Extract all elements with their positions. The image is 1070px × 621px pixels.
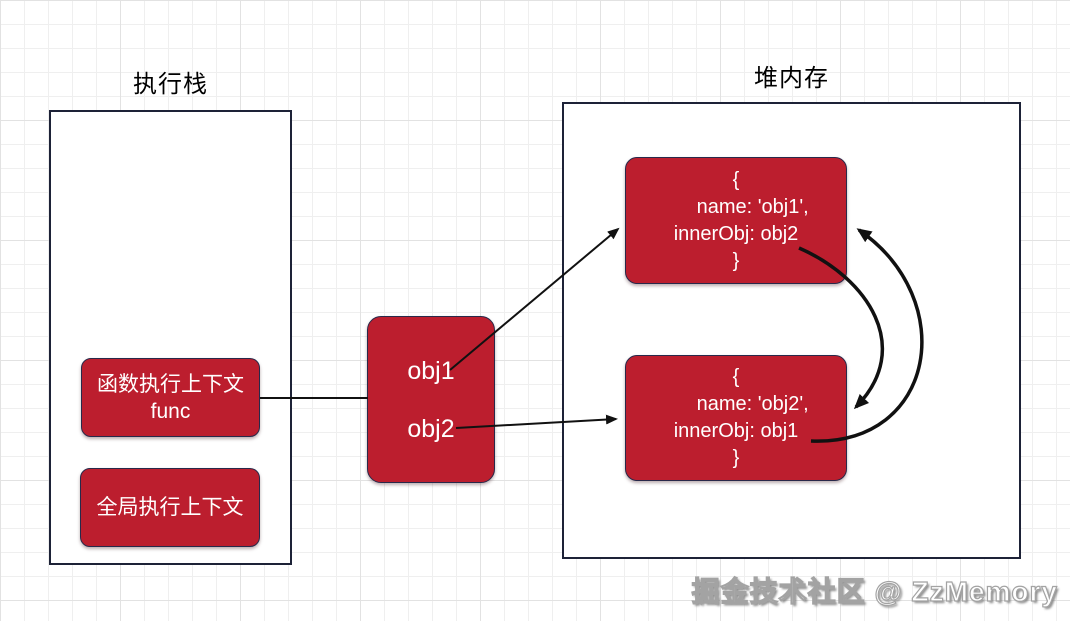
obj1-variable-label: obj1 [407,356,455,385]
heap-obj1-literal: { name: 'obj1', innerObj: obj2 } [673,168,809,272]
global-context-node: 全局执行上下文 [80,468,260,547]
heap-memory-title: 堆内存 [754,65,829,92]
heap-obj1-node: { name: 'obj1', innerObj: obj2 } [625,157,847,284]
obj2-variable-label: obj2 [407,414,455,443]
global-context-label: 全局执行上下文 [96,496,244,519]
func-context-label: 函数执行上下文 func [97,372,244,423]
stack-variables-node: obj1 obj2 [367,316,495,483]
execution-stack-title: 执行栈 [133,71,208,98]
heap-obj2-node: { name: 'obj2', innerObj: obj1 } [625,355,847,481]
func-context-node: 函数执行上下文 func [81,358,260,437]
watermark-text: 掘金技术社区 @ ZzMemory [691,575,1058,607]
heap-obj2-literal: { name: 'obj2', innerObj: obj1 } [673,366,809,469]
